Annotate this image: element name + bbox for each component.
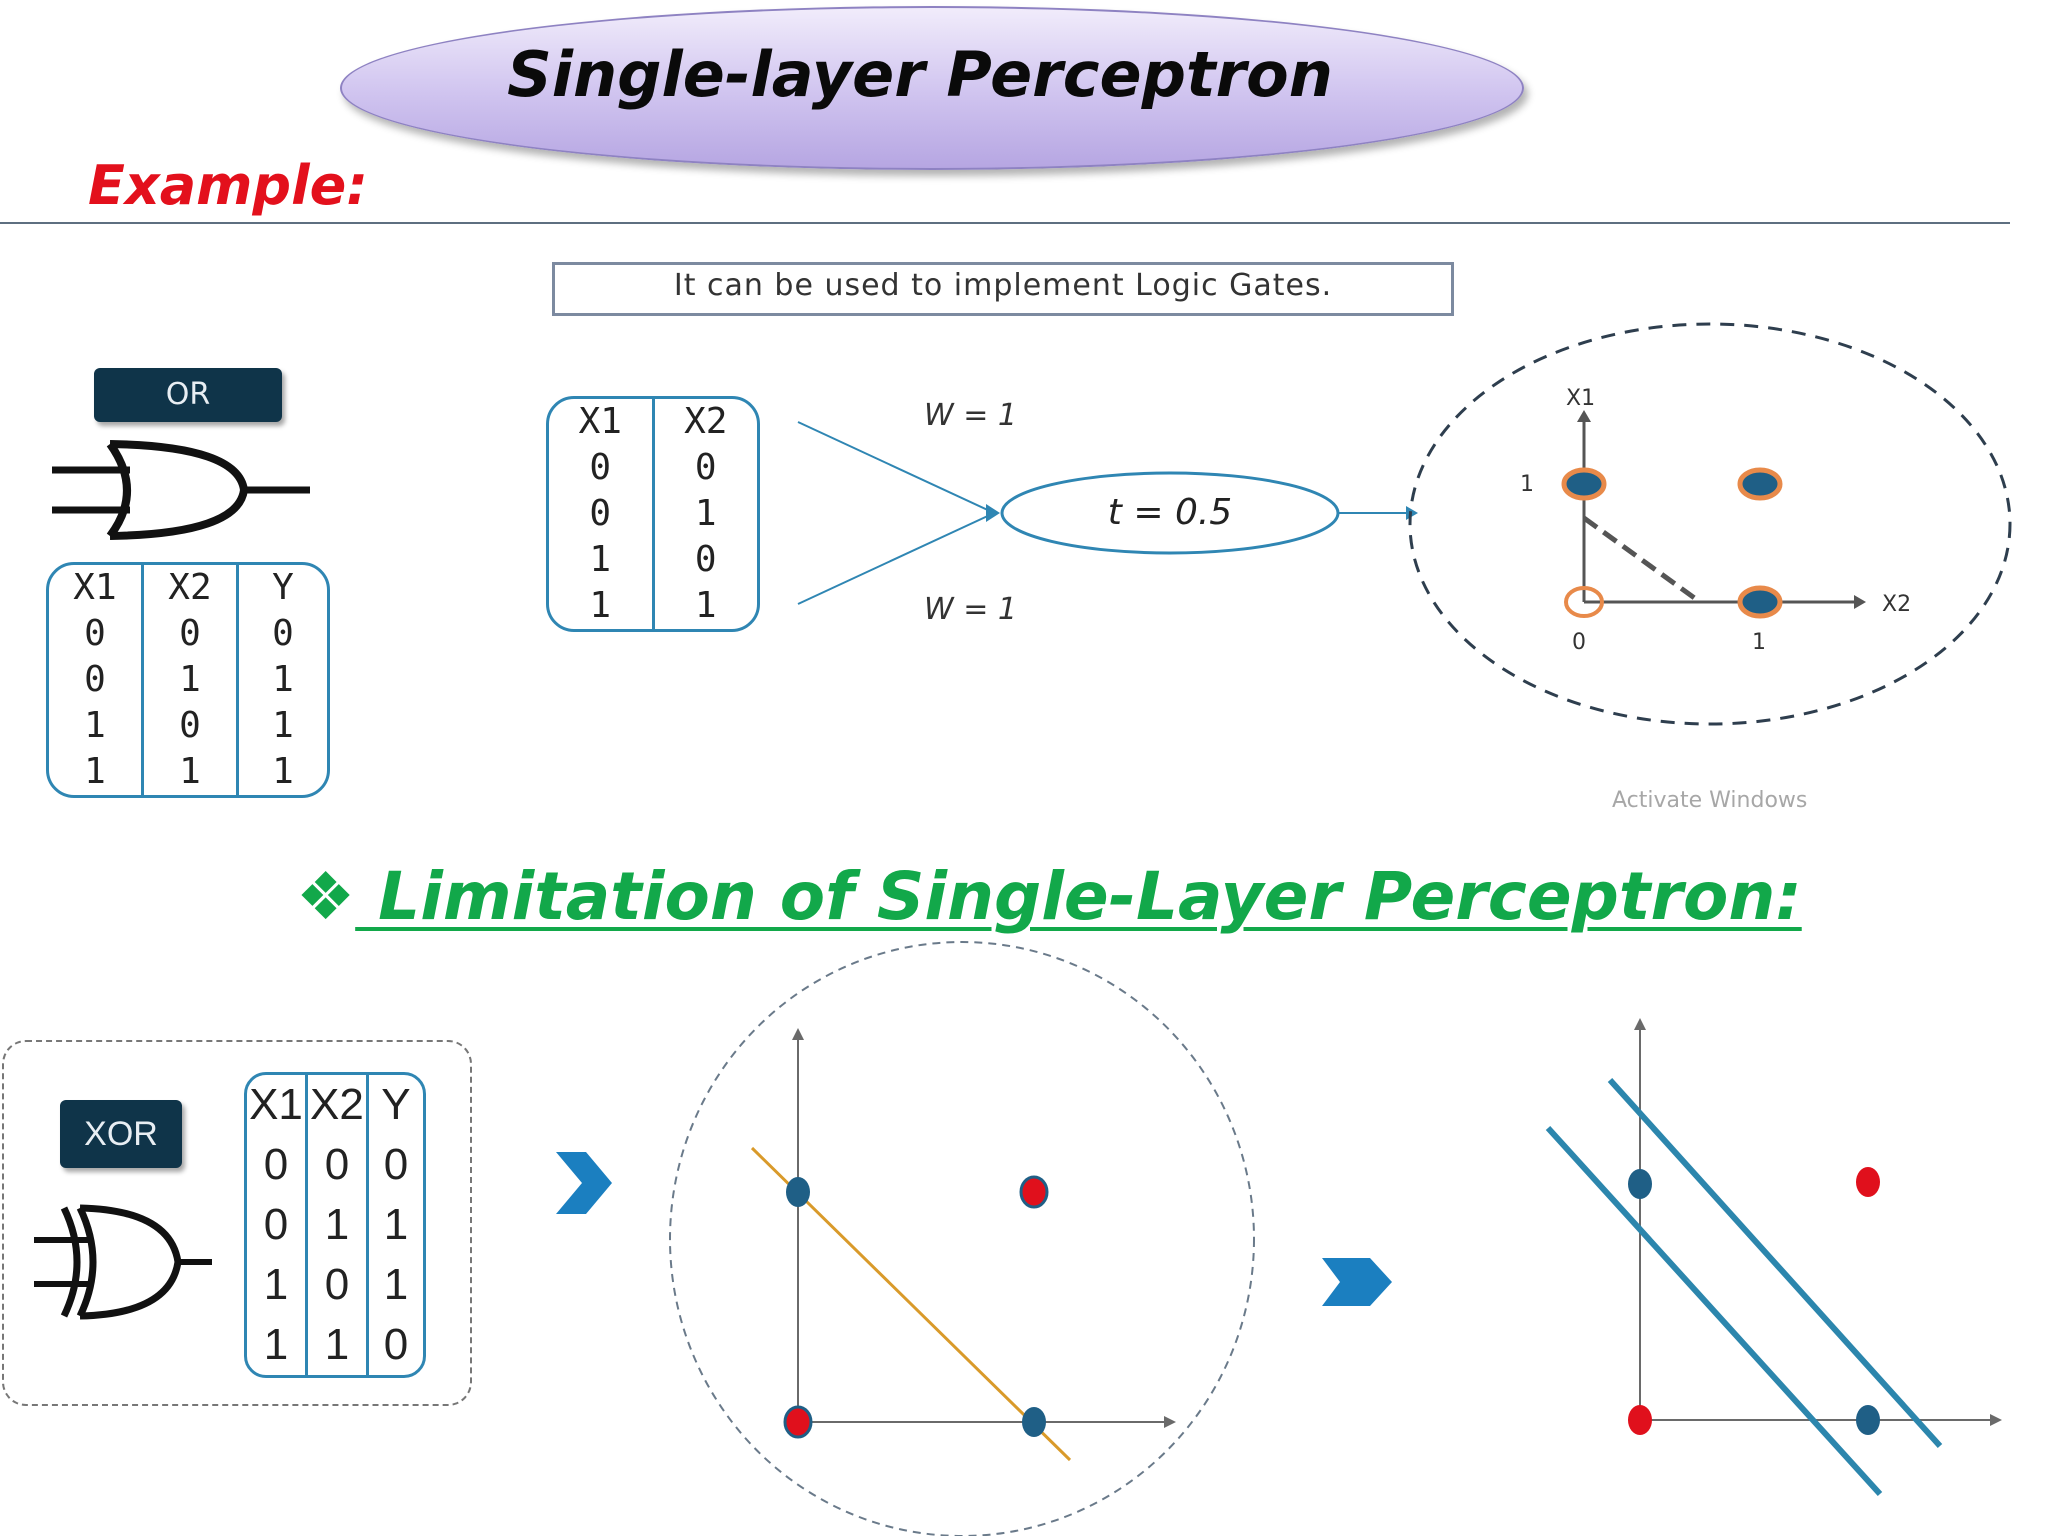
table-cell: 1 [694,585,717,626]
table-header: X2 [168,567,212,608]
page-title: Single-layer Perceptron [507,38,1333,111]
table-cell: 0 [324,1140,350,1189]
point-red [783,1405,813,1439]
table-cell: 1 [589,585,612,626]
table-cell: 0 [383,1140,409,1189]
weight-top-label: W = 1 [924,398,1017,433]
table-header: Y [272,567,294,608]
xor-truth-table: X1 0 0 1 1 X2 0 1 0 1 Y 0 1 1 0 [244,1072,426,1378]
table-cell: 1 [383,1200,409,1249]
or-truth-table: X1 0 0 1 1 X2 0 1 0 1 Y 0 1 1 1 [46,562,330,798]
title-banner [340,6,1524,170]
table-cell: 1 [179,751,201,792]
weight-bottom-label: W = 1 [924,592,1017,627]
table-cell: 1 [263,1320,289,1369]
table-cell: 1 [84,751,106,792]
table-header: X1 [73,567,117,608]
or-gate-icon [52,440,310,540]
chevron-right-icon [556,1152,612,1214]
origin-label: 0 [1572,630,1586,655]
watermark: Activate Windows [1612,788,1808,813]
table-cell: 0 [383,1320,409,1369]
table-cell: 0 [589,493,612,534]
or-plot [1408,322,2012,726]
input-table: X1 0 0 1 1 X2 0 1 0 1 [546,396,760,632]
x-axis-label: X2 [1882,592,1912,617]
chevron-right-icon [1322,1258,1392,1306]
limitation-text: Limitation of Single-Layer Perceptron: [355,858,1802,935]
table-cell: 1 [694,493,717,534]
table-header: Y [381,1080,411,1129]
point-blue [1628,1169,1652,1199]
limitation-heading: ❖ Limitation of Single-Layer Perceptron: [296,858,1802,935]
table-cell: 0 [694,539,717,580]
table-cell: 1 [589,539,612,580]
y-tick-label: 1 [1520,472,1534,497]
table-cell: 0 [324,1260,350,1309]
table-cell: 1 [84,705,106,746]
x-tick-label: 1 [1752,630,1766,655]
table-cell: 0 [272,613,294,654]
point-blue [1856,1405,1880,1435]
table-cell: 0 [263,1200,289,1249]
point-blue [786,1177,810,1207]
point-blue [1022,1407,1046,1437]
point-blue [1561,467,1607,501]
table-cell: 1 [383,1260,409,1309]
point-red [1628,1405,1652,1435]
caption-box [552,262,1454,316]
point-red [1019,1175,1049,1209]
bullet-icon: ❖ [296,858,356,935]
xor-gate-label: XOR [60,1100,182,1168]
table-cell: 1 [324,1320,350,1369]
perceptron-connections [797,421,1418,605]
table-header: X1 [578,401,622,442]
table-cell: 1 [272,751,294,792]
xor-single-line-plot [669,941,1255,1536]
xor-panel [2,1040,472,1406]
table-header: X2 [310,1080,364,1129]
table-cell: 0 [694,447,717,488]
y-axis-label: X1 [1566,386,1596,411]
table-cell: 0 [84,613,106,654]
table-header: X1 [249,1080,303,1129]
xor-gate-icon [34,1204,212,1320]
table-cell: 1 [263,1260,289,1309]
xor-two-line-plot [1545,1018,2002,1497]
threshold-label: t = 0.5 [1107,492,1233,533]
caption-text: It can be used to implement Logic Gates. [673,268,1333,303]
table-cell: 0 [179,613,201,654]
divider [0,222,2010,224]
point-blue [1737,467,1783,501]
table-cell: 0 [84,659,106,700]
table-cell: 1 [324,1200,350,1249]
table-cell: 0 [589,447,612,488]
point-red [1856,1167,1880,1197]
table-cell: 1 [272,659,294,700]
point-blue [1737,585,1783,619]
point-origin-ring [1564,586,1604,618]
table-header: X2 [684,401,728,442]
table-cell: 1 [272,705,294,746]
example-label: Example: [88,154,368,217]
or-gate-label: OR [94,368,282,422]
table-cell: 0 [263,1140,289,1189]
table-cell: 1 [179,659,201,700]
table-cell: 0 [179,705,201,746]
